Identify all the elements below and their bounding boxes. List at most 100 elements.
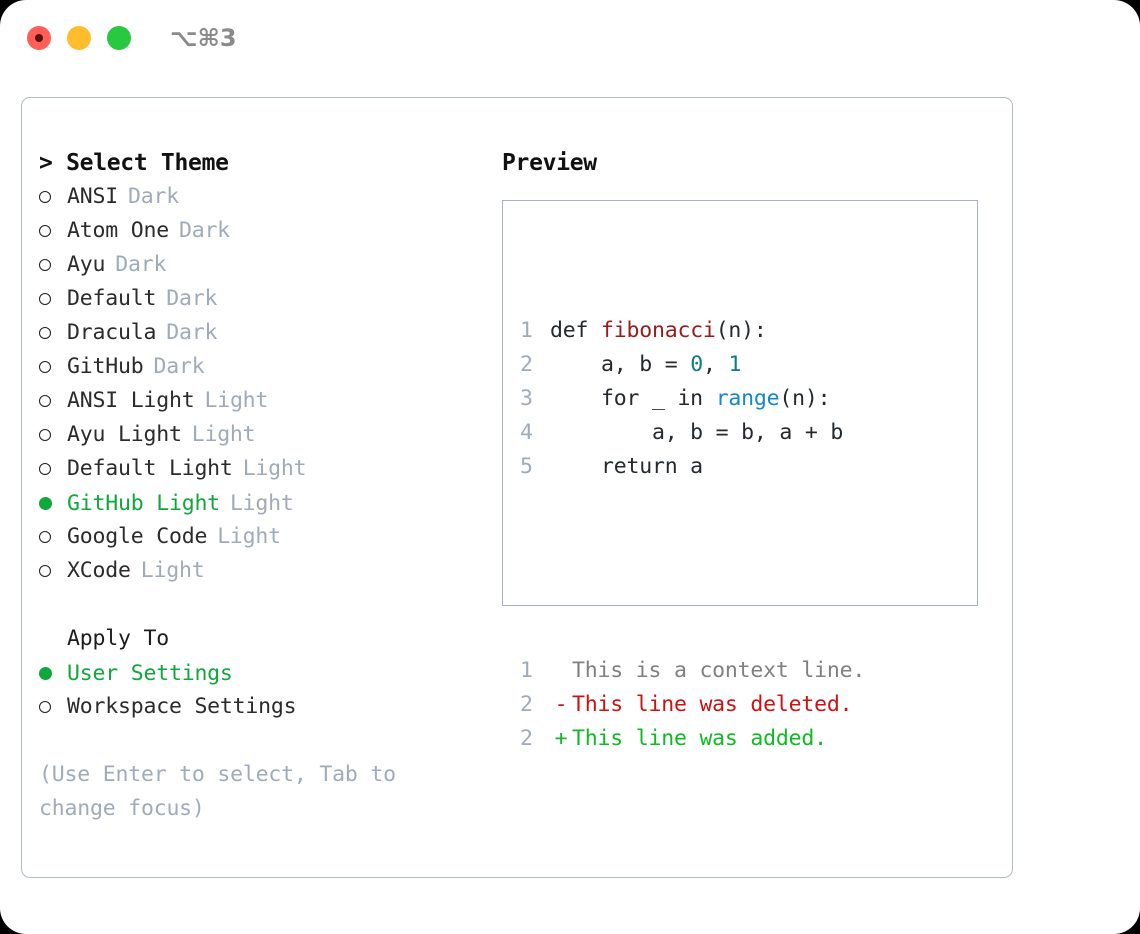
radio-unselected-icon [39, 531, 51, 543]
diff-line-number: 2 [520, 726, 533, 751]
diff-marker [550, 654, 572, 688]
theme-name: Atom One [67, 218, 169, 243]
theme-name: Default Light [67, 456, 233, 481]
diff-lines: 1 This is a context line.2-This line was… [520, 654, 865, 756]
radio-cell[interactable] [39, 282, 67, 316]
keyboard-shortcut-label: ⌥⌘3 [170, 24, 237, 52]
code-token: 1 [728, 352, 742, 377]
theme-name: Google Code [67, 524, 208, 549]
radio-unselected-icon [39, 259, 51, 271]
code-line: 4 a, b = b, a + b [520, 416, 865, 450]
theme-name: ANSI [67, 184, 118, 209]
code-token: def [550, 318, 601, 343]
radio-cell[interactable] [39, 486, 67, 520]
keyboard-hint: (Use Enter to select, Tab to change focu… [39, 762, 396, 821]
apply-to-title: Apply To [67, 626, 169, 651]
theme-name: ANSI Light [67, 388, 195, 413]
line-number: 2 [520, 352, 533, 377]
radio-cell[interactable] [39, 554, 67, 588]
minimize-button[interactable] [67, 26, 91, 50]
theme-kind-badge: Dark [153, 354, 205, 379]
line-number: 1 [520, 318, 533, 343]
radio-cell[interactable] [39, 248, 67, 282]
close-button[interactable] [27, 26, 51, 50]
diff-line: 2-This line was deleted. [520, 688, 865, 722]
apply-to-option[interactable]: User Settings [39, 656, 489, 690]
line-number: 3 [520, 386, 533, 411]
apply-to-label: Workspace Settings [67, 694, 297, 719]
radio-unselected-icon [39, 463, 51, 475]
diff-marker: + [554, 726, 568, 751]
radio-cell[interactable] [39, 316, 67, 350]
code-line: 5 return a [520, 450, 865, 484]
radio-cell[interactable] [39, 384, 67, 418]
diff-line: 1 This is a context line. [520, 654, 865, 688]
traffic-lights [27, 26, 131, 50]
radio-unselected-icon [39, 565, 51, 577]
radio-unselected-icon [39, 191, 51, 203]
theme-kind-badge: Dark [178, 218, 230, 243]
line-number: 5 [520, 454, 533, 479]
code-token: fibonacci [600, 318, 716, 343]
page-title: > Select Theme [39, 150, 229, 176]
theme-list-item[interactable]: Atom One Dark [39, 214, 489, 248]
diff-line-number: 1 [520, 658, 533, 683]
radio-cell[interactable] [39, 180, 67, 214]
maximize-button[interactable] [107, 26, 131, 50]
section-spacer [39, 588, 489, 622]
apply-to-label: User Settings [67, 660, 233, 686]
theme-list-item[interactable]: GitHub Dark [39, 350, 489, 384]
theme-list-item[interactable]: ANSI Light Light [39, 384, 489, 418]
title-bar: ⌥⌘3 [0, 0, 1140, 78]
diff-text: This line was deleted. [572, 692, 853, 717]
theme-list-item[interactable]: Ayu Light Light [39, 418, 489, 452]
theme-name: GitHub [67, 354, 144, 379]
radio-unselected-icon [39, 293, 51, 305]
radio-cell[interactable] [39, 656, 67, 690]
code-line: 3 for _ in range(n): [520, 382, 865, 416]
radio-cell[interactable] [39, 350, 67, 384]
code-token: 0 [690, 352, 703, 377]
theme-kind-badge: Dark [166, 320, 218, 345]
apply-to-option[interactable]: Workspace Settings [39, 690, 489, 724]
theme-kind-badge: Light [229, 490, 294, 516]
radio-cell[interactable] [39, 452, 67, 486]
code-line: 2 a, b = 0, 1 [520, 348, 865, 382]
radio-cell[interactable] [39, 418, 67, 452]
theme-name: Ayu [67, 252, 106, 277]
radio-cell[interactable] [39, 690, 67, 724]
theme-kind-badge: Light [191, 422, 256, 447]
radio-selected-icon [39, 496, 52, 510]
preview-label: Preview [502, 150, 597, 176]
diff-spacer [520, 552, 865, 586]
code-token: for _ in [550, 386, 716, 411]
theme-kind-badge: Light [204, 388, 269, 413]
radio-selected-icon [39, 666, 52, 680]
diff-marker: - [554, 692, 568, 717]
theme-list-item[interactable]: ANSI Dark [39, 180, 489, 214]
code-token: range [715, 386, 780, 411]
theme-name: Ayu Light [67, 422, 182, 447]
code-token: return a [550, 454, 703, 479]
theme-name: XCode [67, 558, 131, 583]
radio-cell[interactable] [39, 520, 67, 554]
diff-text: This is a context line. [572, 658, 866, 683]
theme-name: Default [67, 286, 157, 311]
radio-cell[interactable] [39, 214, 67, 248]
theme-kind-badge: Dark [127, 184, 179, 209]
